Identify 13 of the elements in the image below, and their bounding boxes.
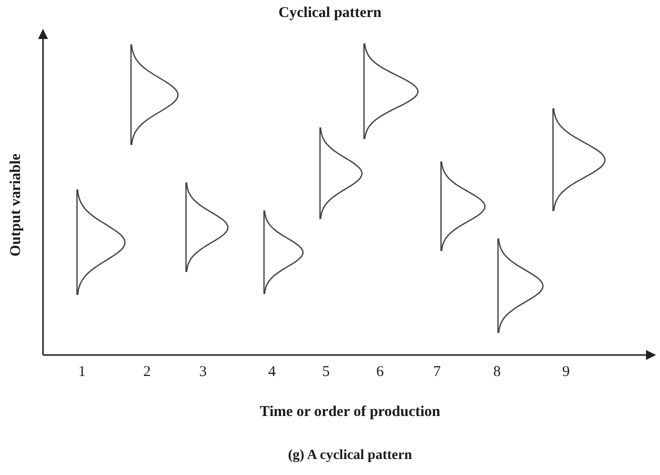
axis-title: Time or order of production — [260, 402, 440, 422]
tick-label: 9 — [562, 362, 570, 382]
axis-title: Output variable — [6, 154, 25, 256]
tick-label: 3 — [199, 362, 207, 382]
tick-label: 2 — [143, 362, 151, 382]
tick-label: 4 — [268, 362, 276, 382]
tick-label: 5 — [322, 362, 330, 382]
chart-title: Cyclical pattern — [278, 4, 382, 23]
tick-label: 6 — [376, 362, 384, 382]
caption: (g) A cyclical pattern — [286, 447, 414, 465]
tick-label: 7 — [433, 362, 441, 382]
tick-label: 1 — [78, 362, 86, 382]
tick-label: 8 — [493, 362, 501, 382]
